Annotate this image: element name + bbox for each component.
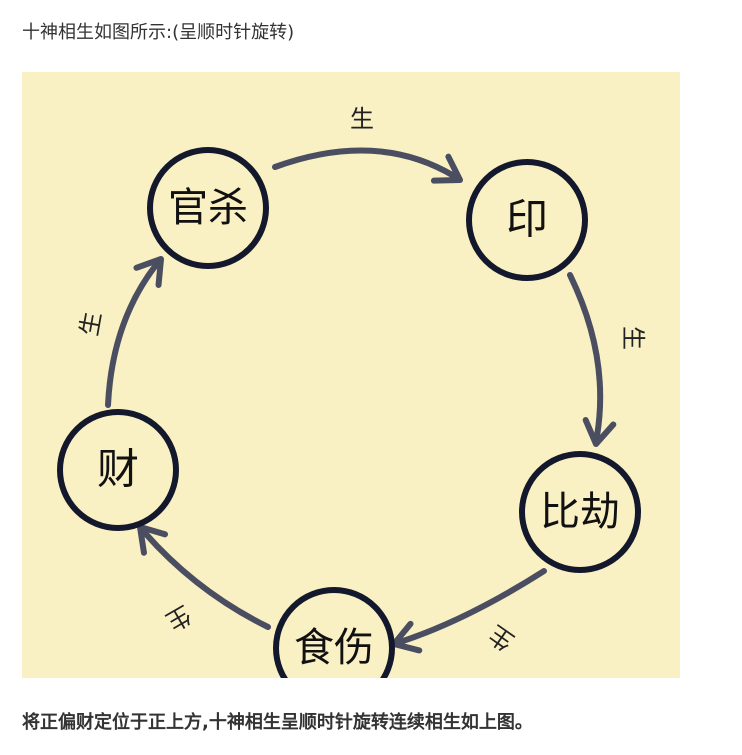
summary-caption: 将正偏财定位于正上方,十神相生呈顺时针旋转连续相生如上图。 <box>22 712 533 733</box>
node-circle <box>57 409 179 531</box>
arrow-shaft <box>142 530 271 630</box>
arrowhead <box>133 256 164 288</box>
node-circle <box>519 451 641 573</box>
edge-label: 生 <box>619 326 647 350</box>
node-circle <box>147 147 269 269</box>
ten-gods-cycle-diagram: 生生生生生 官杀印比劫食伤财 <box>22 72 680 678</box>
arrow-shaft <box>397 568 547 645</box>
arrow-yin-to-bijie: 生 <box>567 272 647 447</box>
node-label: 财 <box>97 445 139 494</box>
node-label: 食伤 <box>294 625 374 671</box>
node-circle <box>273 587 395 678</box>
arrow-guansha-to-yin: 生 <box>272 105 463 184</box>
node-bijie: 比劫 <box>519 451 641 573</box>
arrow-cai-to-guansha: 生 <box>75 256 164 408</box>
arrow-shaft <box>105 262 159 408</box>
arrowhead <box>582 417 617 447</box>
node-yin: 印 <box>466 159 588 281</box>
node-cai: 财 <box>57 409 179 531</box>
node-shishang: 食伤 <box>273 587 395 678</box>
edge-label: 生 <box>350 105 374 133</box>
node-label: 印 <box>506 195 548 244</box>
arrow-shaft <box>567 272 604 439</box>
arrowhead <box>430 153 463 184</box>
node-circle <box>466 159 588 281</box>
arrow-shaft <box>272 147 457 179</box>
arrowhead <box>137 524 169 556</box>
diagram-background <box>22 72 680 678</box>
node-label: 官杀 <box>168 185 248 231</box>
arrow-shishang-to-cai: 生 <box>137 524 271 636</box>
node-label: 比劫 <box>540 489 620 535</box>
intro-caption: 十神相生如图所示:(呈顺时针旋转) <box>22 22 295 43</box>
edge-label: 生 <box>75 310 107 338</box>
node-guansha: 官杀 <box>147 147 269 269</box>
